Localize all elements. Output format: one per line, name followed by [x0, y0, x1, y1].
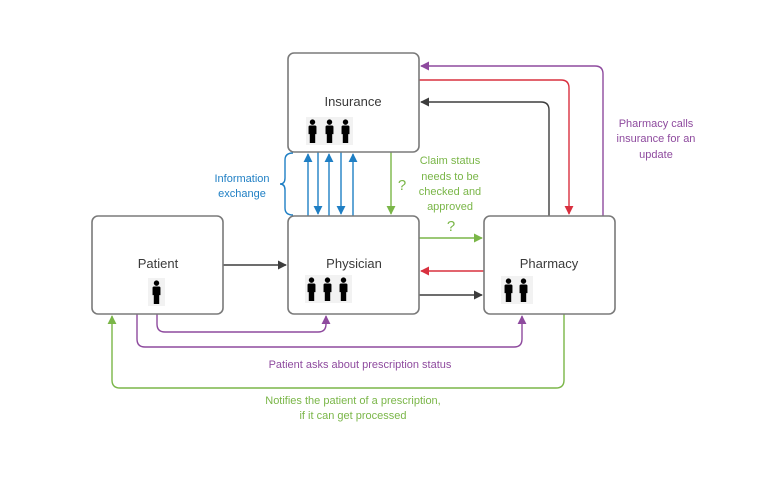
question-mark-physician-pharmacy: ? — [447, 218, 455, 235]
edge-patient-asks-pharmacy — [136, 314, 527, 348]
edge-pharmacy-notifies-patient — [107, 314, 565, 389]
svg-text:Notifies the patient of a pres: Notifies the patient of a prescription, — [265, 395, 440, 407]
svg-text:insurance for an: insurance for an — [617, 133, 696, 145]
people-icon-insurance — [306, 117, 353, 145]
node-physician[interactable]: Physician — [287, 215, 420, 315]
node-pharmacy-label: Pharmacy — [520, 256, 579, 271]
svg-text:approved: approved — [427, 201, 473, 213]
svg-text:checked and: checked and — [419, 186, 481, 198]
node-insurance-label: Insurance — [324, 94, 381, 109]
svg-text:needs to be: needs to be — [421, 171, 479, 183]
node-physician-label: Physician — [326, 256, 382, 271]
annotation-pharmacy-calls: Pharmacy calls insurance for an update — [617, 118, 696, 161]
node-pharmacy[interactable]: Pharmacy — [483, 215, 616, 315]
svg-text:if it can get processed: if it can get processed — [299, 410, 406, 422]
edge-pharmacy-to-insurance — [420, 97, 550, 216]
annotation-notifies: Notifies the patient of a prescription, … — [265, 395, 440, 422]
information-exchange-brace — [279, 152, 294, 216]
people-icon-pharmacy — [501, 276, 533, 304]
node-insurance[interactable]: Insurance — [287, 52, 420, 153]
node-patient[interactable]: Patient — [91, 215, 224, 315]
edge-insurance-to-pharmacy — [419, 79, 574, 215]
svg-text:Claim status: Claim status — [420, 155, 481, 167]
svg-text:Pharmacy calls: Pharmacy calls — [619, 118, 694, 130]
node-patient-label: Patient — [138, 256, 179, 271]
edge-patient-asks-physician — [156, 314, 331, 333]
person-icon-patient — [148, 278, 165, 306]
people-icon-physician — [305, 275, 352, 303]
annotation-claim-status: Claim status needs to be checked and app… — [419, 155, 481, 213]
svg-text:exchange: exchange — [218, 188, 266, 200]
edge-pharmacy-calls-insurance — [420, 61, 604, 216]
annotation-information-exchange: Information exchange — [214, 173, 269, 200]
annotation-patient-asks: Patient asks about prescription status — [269, 359, 452, 371]
svg-text:update: update — [639, 149, 673, 161]
svg-text:Information: Information — [214, 173, 269, 185]
question-mark-insurance-physician: ? — [398, 177, 406, 194]
